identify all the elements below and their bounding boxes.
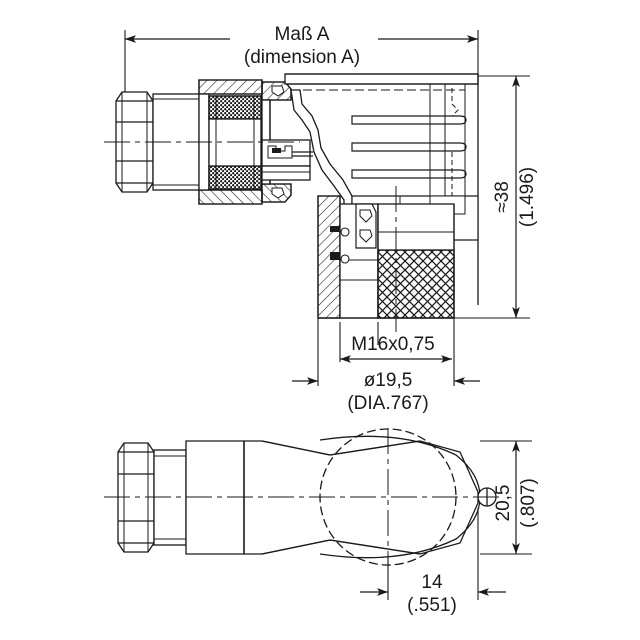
contact-pins-group xyxy=(351,84,467,230)
dimension-mass-a xyxy=(124,30,479,92)
dim-diameter-value-inch: (DIA.767) xyxy=(347,393,428,414)
top-cross-section-view xyxy=(104,73,479,332)
dimension-width xyxy=(480,440,532,555)
dim-thread-value: M16x0,75 xyxy=(351,334,434,355)
dim-mass-a-label: Maß A xyxy=(275,24,330,45)
spring-washer-detail xyxy=(271,85,285,199)
dim-width-value: 20,5 xyxy=(493,485,514,522)
dim-width-value-inch: (.807) xyxy=(518,478,539,528)
cable-seal-gasket xyxy=(208,95,262,190)
upper-housing-wall xyxy=(284,73,479,305)
dimension-thread-and-diameter xyxy=(292,318,480,386)
retention-latch-detail xyxy=(330,203,377,264)
dim-diameter-value: ø19,5 xyxy=(364,370,413,391)
bottom-plan-view xyxy=(104,428,500,566)
dim-mass-a-sublabel: (dimension A) xyxy=(244,47,360,68)
cable-gland-hex-nut xyxy=(115,91,154,193)
dim-height-value-inch: (1.496) xyxy=(517,167,538,227)
contact-insert-block xyxy=(261,139,313,181)
dim-depth-value-inch: (.551) xyxy=(407,595,457,616)
dimension-height xyxy=(454,75,530,319)
dim-depth-value: 14 xyxy=(421,572,443,593)
dimension-depth xyxy=(360,508,506,600)
dim-height-value: ≈38 xyxy=(492,181,513,213)
